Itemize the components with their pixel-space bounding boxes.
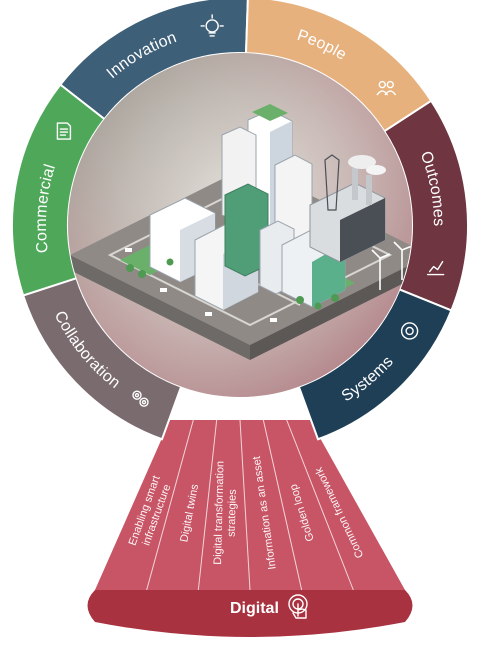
touch-hand-icon [288,594,308,619]
gears-icon [132,390,149,407]
chart-icon [426,260,445,276]
fan-dividers [146,419,354,591]
fan-divider [239,419,251,591]
digital-fan-background [95,420,405,590]
fan-divider [197,419,218,591]
digital-label: Digital [230,600,279,617]
center-circle [68,53,412,397]
fan-divider [262,419,303,591]
isometric-smart-city-illustration [70,104,412,360]
segment-commercial: Commercial [11,83,106,297]
segment-systems: Systems [297,288,453,441]
fan-divider [286,419,354,591]
fan-item-label: Digital transformationstrategies [212,461,240,566]
fan-divider [146,419,194,591]
people-group-icon [376,80,396,96]
segment-people: People [244,0,433,133]
lightbulb-gear-icon [200,14,224,37]
segment-systems-background [297,288,453,441]
digital-band: Digital [87,590,413,637]
digital-band-background [87,590,413,637]
document-icon [56,122,72,140]
cog-cycle-icon [400,322,419,340]
segment-innovation: Innovation [58,0,249,121]
